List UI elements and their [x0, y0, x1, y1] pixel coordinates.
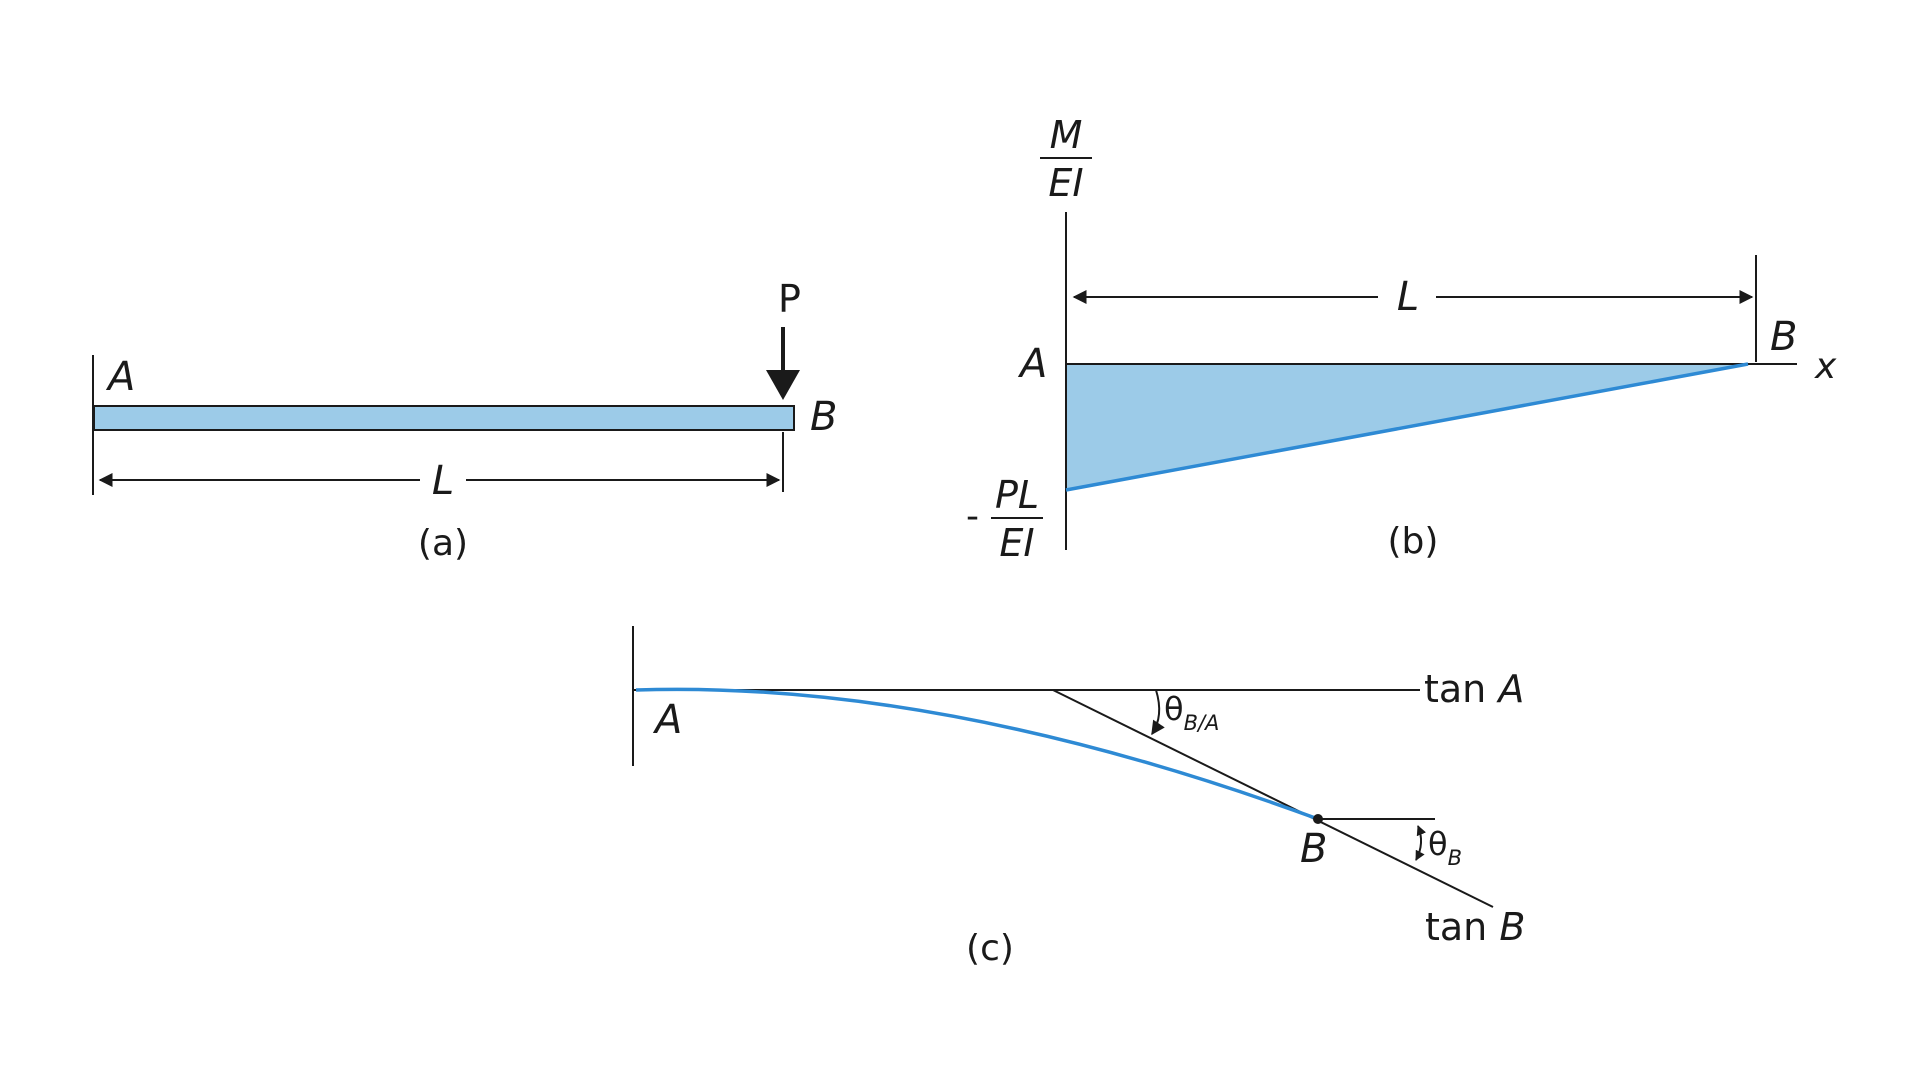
point-b-label: B: [1300, 826, 1327, 872]
cantilever-beam: [93, 405, 795, 431]
point-a-label: A: [105, 354, 135, 400]
point-b-marker: [1313, 814, 1323, 824]
tan-b-label: tan B: [1425, 905, 1525, 949]
panel-a: A B P L (a): [92, 277, 837, 564]
moment-diagram-line: [1065, 362, 1749, 492]
panel-b-caption: (b): [1388, 521, 1439, 562]
deflection-curve: [635, 687, 1319, 821]
panel-b: M EI L A B x - PL EI (b): [966, 113, 1837, 565]
min-moment-numerator: PL: [995, 473, 1039, 517]
length-label: L: [1397, 274, 1419, 320]
point-a-label: A: [652, 697, 682, 743]
panel-c: A B tan A tan B θB/A θB (c): [632, 626, 1525, 969]
min-moment-sign: -: [966, 496, 979, 537]
min-moment-denominator: EI: [999, 521, 1034, 565]
point-b-label: B: [1770, 314, 1797, 360]
x-axis-label: x: [1814, 346, 1837, 387]
load-arrow-icon: [766, 370, 800, 400]
theta-ba-label: θB/A: [1164, 690, 1219, 735]
panel-a-caption: (a): [418, 523, 468, 564]
panel-c-caption: (c): [966, 928, 1014, 969]
theta-b-label: θB: [1428, 825, 1462, 870]
y-axis-numerator: M: [1050, 113, 1083, 157]
theta-ba-arc-arrow: [1151, 689, 1165, 736]
point-a-label: A: [1017, 341, 1047, 387]
length-label: L: [432, 458, 454, 504]
point-b-label: B: [810, 394, 837, 440]
y-axis-denominator: EI: [1048, 161, 1083, 205]
load-label: P: [778, 277, 801, 321]
tan-a-label: tan A: [1424, 667, 1524, 711]
theta-b-arc-arrow: [1415, 825, 1427, 861]
tangent-at-b-line: [1052, 689, 1494, 908]
